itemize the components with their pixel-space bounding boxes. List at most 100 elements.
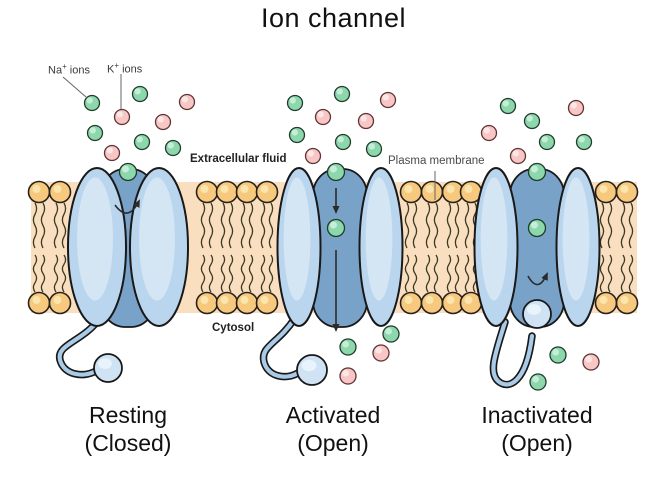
lipid-tail (208, 202, 214, 249)
lipid-tail (454, 202, 460, 249)
lipid-tail (228, 202, 234, 249)
lipid-tail (412, 202, 418, 249)
ion-k (509, 147, 527, 165)
lipid-tail (240, 202, 246, 249)
lipid-tail (433, 254, 439, 293)
lipid-tail (464, 254, 470, 293)
channel-activated (259, 167, 404, 386)
lipid-tail (220, 202, 226, 249)
cytosol-label: Cytosol (212, 322, 255, 334)
ion-na (523, 112, 541, 130)
state-name: Resting (89, 402, 167, 428)
ion-na (365, 140, 383, 158)
ion-k (582, 353, 600, 371)
state-sub: (Open) (501, 430, 573, 456)
lipid-tail (599, 202, 605, 249)
lipid-tail (220, 254, 226, 293)
channel-resting (56, 167, 189, 383)
ion-na (549, 346, 567, 364)
ion-na (575, 133, 593, 151)
lipid-tail (620, 254, 626, 293)
lipid-tail (628, 202, 634, 249)
ion-k (304, 147, 322, 165)
ion-na (326, 162, 346, 182)
lipid-tail (599, 254, 605, 293)
ion-k (103, 144, 121, 162)
channel-subunit (276, 167, 322, 327)
lipid-tail (412, 254, 418, 293)
lipid-tail (248, 254, 254, 293)
lipid-tail (32, 202, 38, 249)
lipid-tail (40, 202, 46, 249)
ion-na (382, 325, 400, 343)
lipid-tail (425, 254, 431, 293)
lipid-tail (425, 202, 431, 249)
lipid-tail (260, 254, 266, 293)
lipid-tail (464, 202, 470, 249)
ion-k (567, 99, 585, 117)
k-ions-label: K+ ions (107, 61, 143, 76)
channel-inactivated (473, 167, 601, 389)
ion-na (333, 85, 351, 103)
lipid-tail (200, 202, 206, 249)
channel-subunit (555, 167, 601, 327)
leader-lines (62, 74, 436, 200)
ion-na (538, 133, 556, 151)
channel-subunit (358, 167, 404, 327)
lipid-tail (446, 202, 452, 249)
ion-na (288, 126, 306, 144)
ion-na (164, 139, 182, 157)
lipid-tail (620, 202, 626, 249)
ion-na (529, 373, 547, 391)
state-label-resting: Resting (Closed) (18, 401, 238, 457)
ion-na (499, 97, 517, 115)
ion-k (372, 344, 390, 362)
lipid-tail (53, 254, 59, 293)
lipid-tail (228, 254, 234, 293)
channel-subunit (473, 167, 519, 327)
ion-flow-arrow (527, 272, 548, 286)
lipid-tail (53, 202, 59, 249)
channel-subunit (67, 167, 127, 327)
ion-na (83, 94, 101, 112)
state-name: Inactivated (481, 402, 593, 428)
lipid-tail (446, 254, 452, 293)
ion-k (480, 124, 498, 142)
ions (83, 85, 600, 391)
lipid-tail (32, 254, 38, 293)
state-sub: (Open) (297, 430, 369, 456)
lipid-tail (200, 254, 206, 293)
ion-na (527, 218, 547, 238)
lipid-tail (268, 254, 274, 293)
lipid-tail (268, 202, 274, 249)
lipid-tail (40, 254, 46, 293)
ion-na (334, 133, 352, 151)
ion-na (286, 94, 304, 112)
ion-k (178, 93, 196, 111)
lipid-tail (248, 202, 254, 249)
ion-na (527, 162, 547, 182)
plasma-membrane-label: Plasma membrane (388, 155, 485, 167)
lipid-tail (433, 202, 439, 249)
lipid-tail (260, 202, 266, 249)
state-name: Activated (285, 402, 381, 428)
ion-k (339, 367, 357, 385)
ion-k (113, 108, 131, 126)
lipid-tail (454, 254, 460, 293)
ion-na (86, 124, 104, 142)
ion-na (326, 218, 346, 238)
ion-k (314, 108, 332, 126)
state-sub: (Closed) (84, 430, 172, 456)
ion-k (357, 112, 375, 130)
lipid-tail (607, 254, 613, 293)
state-label-activated: Activated (Open) (223, 401, 443, 457)
extracellular-fluid-label: Extracellular fluid (190, 153, 287, 165)
chain (489, 318, 536, 389)
ion-k (154, 113, 172, 131)
channel-subunit (129, 167, 189, 327)
lipid-tail (628, 254, 634, 293)
ion-na (118, 162, 138, 182)
lipid-tail (404, 202, 410, 249)
ion-flow-arrow (114, 199, 140, 214)
